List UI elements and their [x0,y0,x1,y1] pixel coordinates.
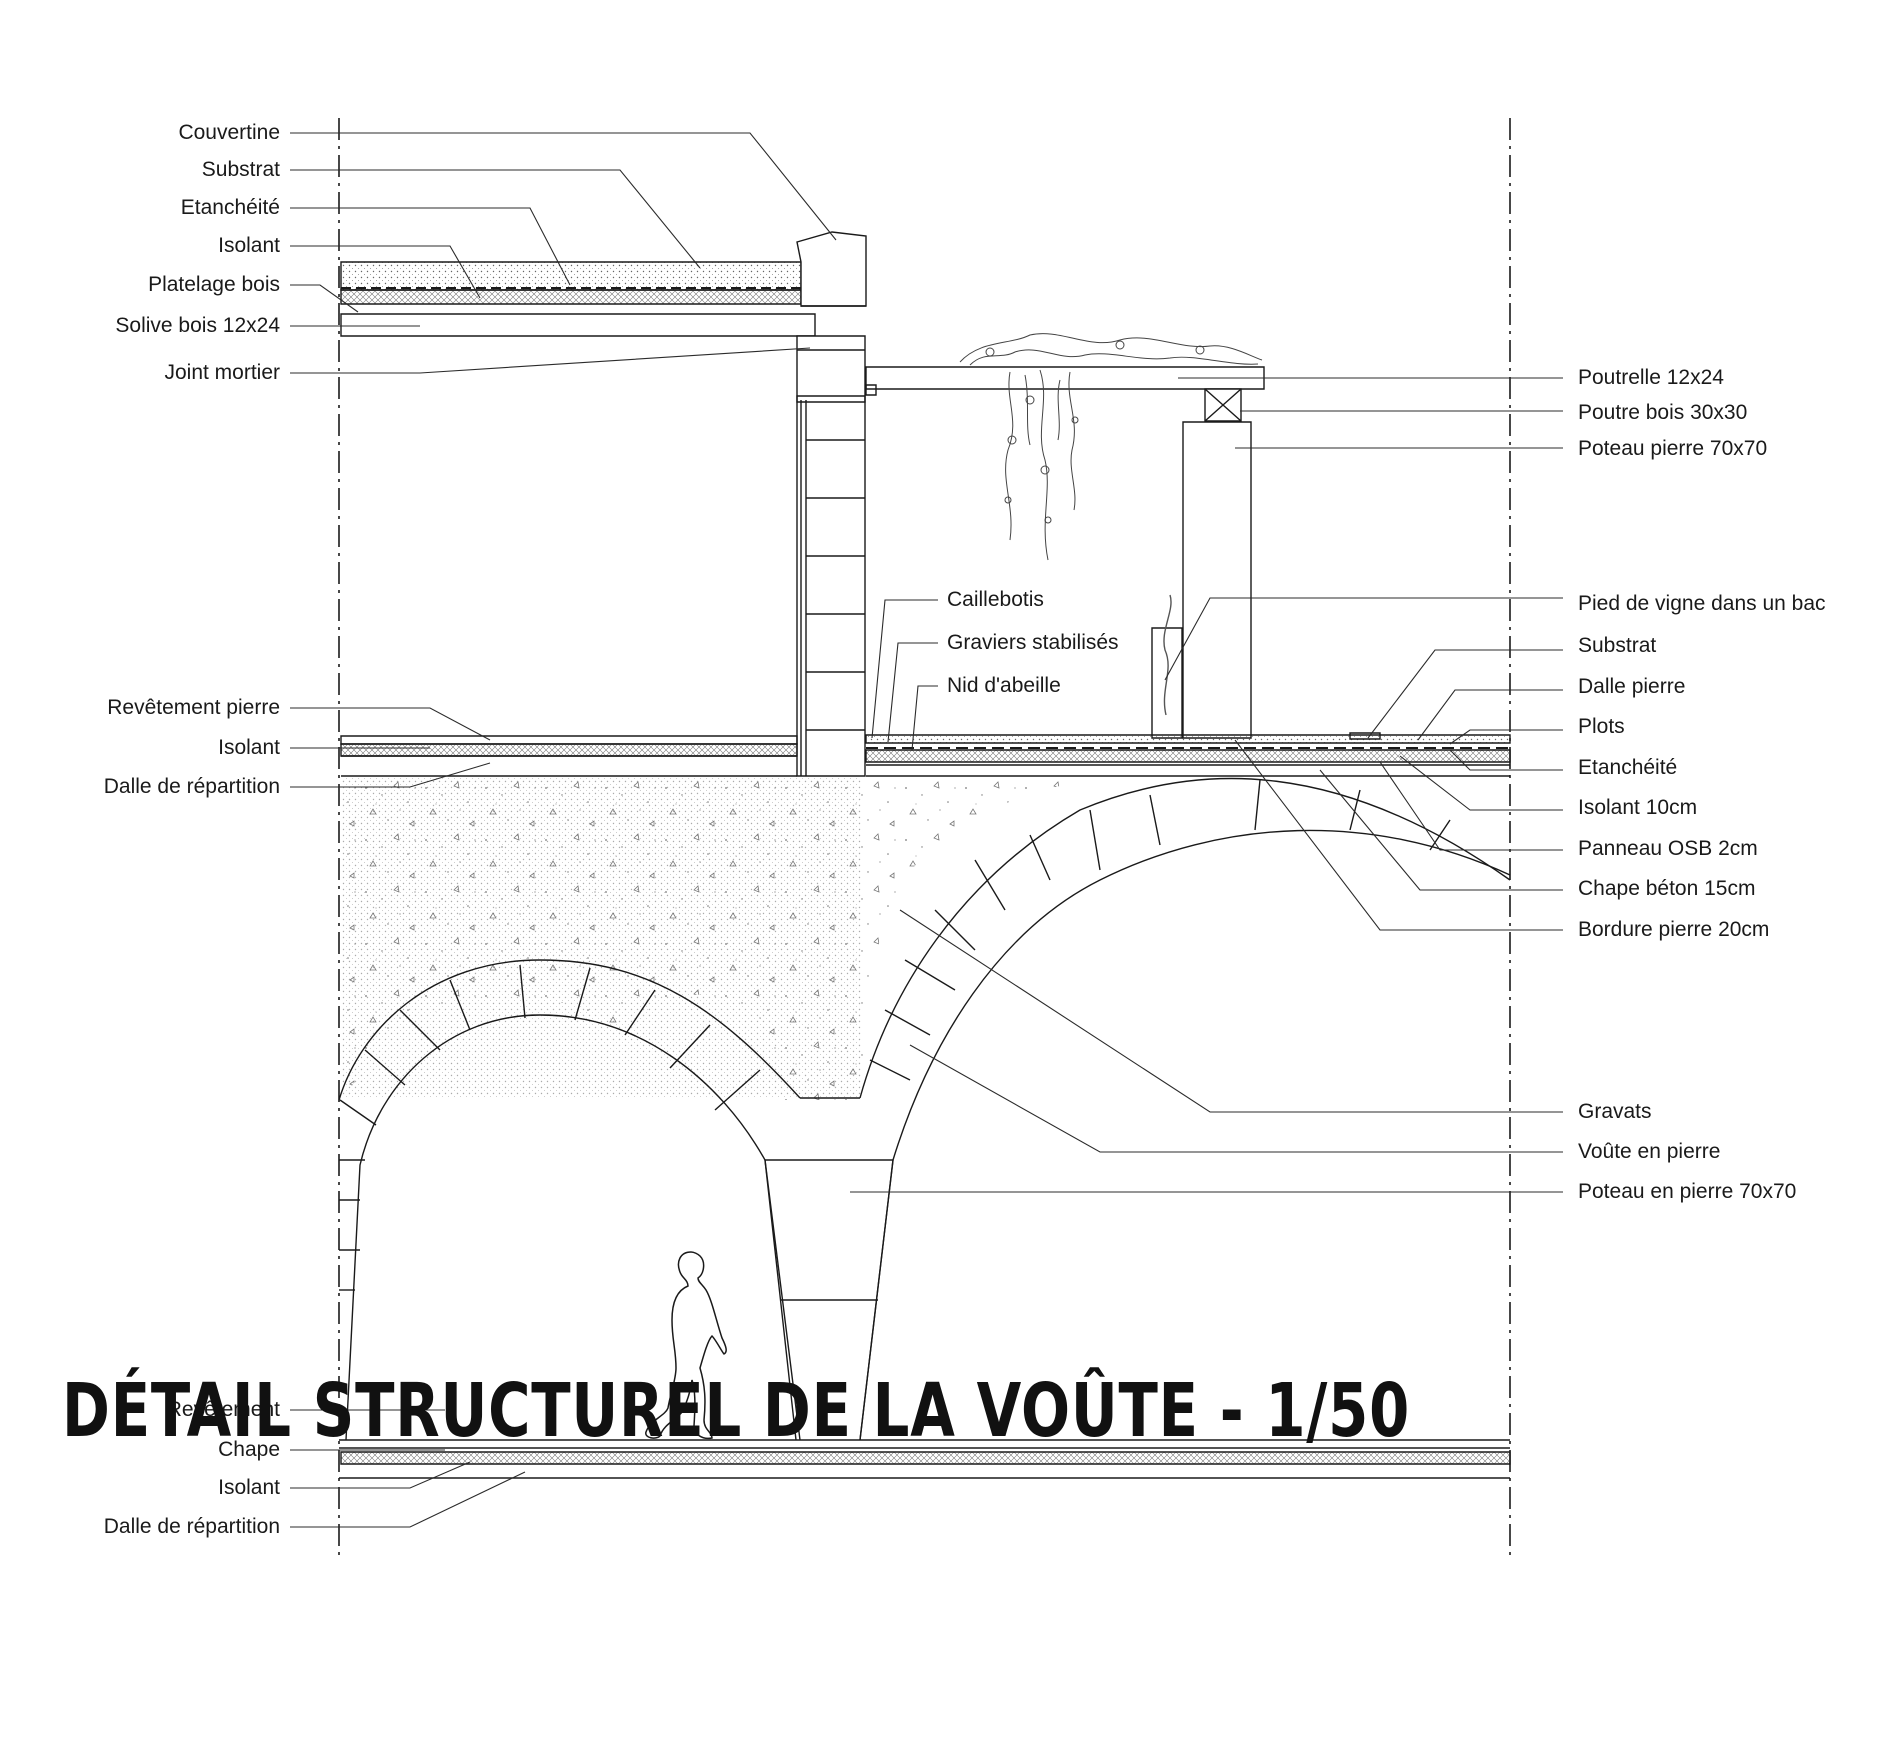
leaders-center [872,600,938,750]
ground-insulation [341,1452,1510,1464]
label-couvertine: Couvertine [178,121,280,144]
label-platelage-bois: Platelage bois [148,273,280,296]
label-chape-beton: Chape béton 15cm [1578,877,1756,900]
label-graviers-stabilises: Graviers stabilisés [947,631,1119,654]
label-poteau-en-pierre: Poteau en pierre 70x70 [1578,1180,1797,1203]
label-caillebotis: Caillebotis [947,588,1044,611]
planter-box [1152,628,1182,738]
terrace-insulation [866,750,1510,762]
leaders-left [290,133,836,1527]
slab-stone [1350,733,1380,739]
label-isolant-10cm: Isolant 10cm [1578,796,1698,819]
label-bordure-pierre: Bordure pierre 20cm [1578,918,1770,941]
label-plots: Plots [1578,715,1625,738]
label-poutrelle: Poutrelle 12x24 [1578,366,1724,389]
floor-level-1 [341,733,1510,776]
label-joint-mortier: Joint mortier [164,361,280,384]
label-nid-abeille: Nid d'abeille [947,674,1061,697]
small-arch-inner [346,1015,796,1440]
joist [341,314,815,336]
label-etancheite-roof: Etanchéité [180,196,280,219]
drawing-title: DÉTAIL STRUCTUREL DE LA VOÛTE - 1/50 [62,1368,1411,1454]
small-arch-outer [339,960,800,1100]
substrate-layer [341,262,801,290]
label-solive-bois: Solive bois 12x24 [115,314,280,337]
label-substrat-roof: Substrat [201,158,280,181]
label-isolant-level1: Isolant [218,736,280,759]
terrace-stone [866,735,1510,743]
label-isolant-roof: Isolant [218,234,280,257]
label-gravats: Gravats [1578,1100,1652,1123]
label-revetement-pierre: Revêtement pierre [107,696,280,719]
roof-buildup [341,232,866,336]
pergola [866,367,1264,738]
label-substrat-terrace: Substrat [1578,634,1657,657]
big-arch-inner [893,830,1510,1160]
poteau-pierre [1183,422,1251,738]
label-revetement: Revêtement [166,1398,280,1421]
label-chape: Chape [218,1438,280,1461]
insulation-layer [341,290,801,304]
vaults [339,778,1510,1440]
floor-level-0 [339,1440,1510,1478]
label-poteau-pierre: Poteau pierre 70x70 [1578,437,1768,460]
leaders-right [850,378,1563,1192]
label-panneau-osb: Panneau OSB 2cm [1578,837,1758,860]
vine-foliage [960,334,1262,560]
label-pied-de-vigne: Pied de vigne dans un bac [1578,592,1826,615]
couvertine [797,232,866,306]
label-dalle-pierre: Dalle pierre [1578,675,1686,698]
label-etancheite-terrace: Etanchéité [1578,756,1678,779]
human-figure [646,1252,726,1438]
label-dalle-repartition-level1: Dalle de répartition [103,775,280,798]
stone-cladding-left [341,736,797,744]
label-voute-pierre: Voûte en pierre [1578,1140,1721,1163]
label-isolant-ground: Isolant [218,1476,280,1499]
big-arch-outer [860,778,1510,1098]
gravats-fill [341,774,1292,1100]
label-poutre-bois: Poutre bois 30x30 [1578,401,1748,424]
insulation-left [341,744,797,756]
axis-lines [339,118,1510,1560]
masonry-column [797,336,865,776]
label-dalle-repartition-ground: Dalle de répartition [103,1515,280,1538]
